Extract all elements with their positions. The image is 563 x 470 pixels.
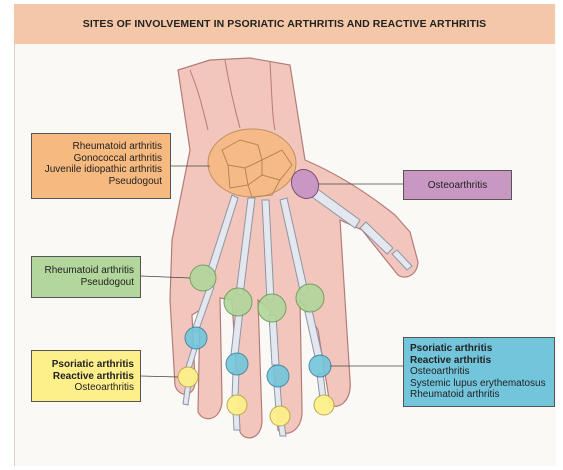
dip-right-callout-line: Systemic lupus erythematosus — [410, 378, 554, 390]
wrist-callout: Rheumatoid arthritis Gonococcal arthriti… — [31, 133, 171, 199]
wrist-joint — [208, 129, 296, 197]
pip-callout: Rheumatoid arthritis Pseudogout — [31, 256, 141, 298]
dip-right-callout-line: Osteoarthritis — [410, 366, 554, 378]
cmc-callout-line: Osteoarthritis — [404, 180, 511, 192]
dip-left-callout-bold: Reactive arthritis — [32, 371, 134, 383]
wrist-callout-line: Juvenile idiopathic arthritis — [32, 164, 162, 176]
dip-right-callout: Psoriatic arthritis Reactive arthritis O… — [403, 337, 555, 407]
wrist-callout-line: Pseudogout — [32, 176, 162, 188]
wrist-callout-line: Rheumatoid arthritis — [32, 141, 162, 153]
dip-right-callout-bold: Reactive arthritis — [410, 355, 554, 367]
cmc-callout: Osteoarthritis — [403, 170, 512, 200]
dip-left-callout-bold: Psoriatic arthritis — [32, 359, 134, 371]
pip-callout-line: Rheumatoid arthritis — [32, 265, 134, 277]
pip-callout-line: Pseudogout — [32, 277, 134, 289]
dip-right-callout-line: Rheumatoid arthritis — [410, 389, 554, 401]
dip-left-callout-line: Osteoarthritis — [32, 382, 134, 394]
wrist-callout-line: Gonococcal arthritis — [32, 153, 162, 165]
dip-left-callout: Psoriatic arthritis Reactive arthritis O… — [31, 350, 141, 402]
dip-right-callout-bold: Psoriatic arthritis — [410, 343, 554, 355]
